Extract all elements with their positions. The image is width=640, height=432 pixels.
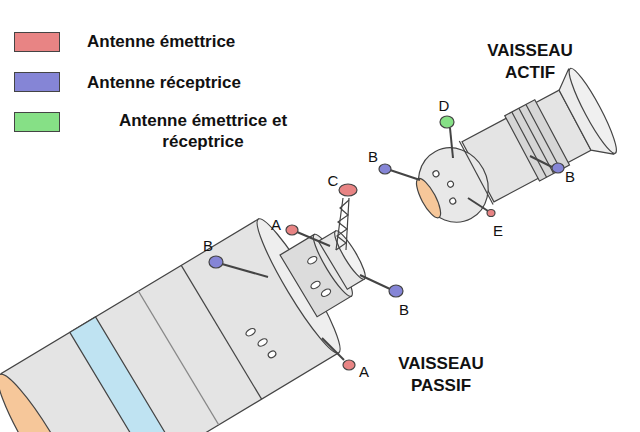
legend-text: Antenne émettrice <box>87 31 235 52</box>
active-vessel <box>400 65 623 244</box>
antenna-letter: A <box>359 364 369 380</box>
legend-text: Antenne émettrice et réceptrice <box>87 110 319 152</box>
antenna-letter: B <box>203 238 213 254</box>
vessel-name: VAISSEAU PASSIF <box>381 353 501 397</box>
passive-vessel <box>0 185 395 432</box>
antenna-letter: C <box>328 173 339 189</box>
legend-swatch <box>14 32 60 52</box>
legend-text: Antenne réceptrice <box>87 72 241 93</box>
antenna-booms <box>222 128 552 360</box>
legend-swatch <box>14 112 60 132</box>
antenna-letter: D <box>439 98 450 114</box>
legend-swatch <box>14 72 60 92</box>
antenna-letter: E <box>493 223 503 239</box>
antenna-letter: B <box>399 302 409 318</box>
antenna-letter: B <box>565 169 575 185</box>
antenna-letter: B <box>368 149 378 165</box>
vessel-name: VAISSEAU ACTIF <box>470 40 590 84</box>
lattice-mast <box>336 198 349 250</box>
antenna-dishes <box>209 116 564 370</box>
antenna-letter: A <box>271 217 281 233</box>
